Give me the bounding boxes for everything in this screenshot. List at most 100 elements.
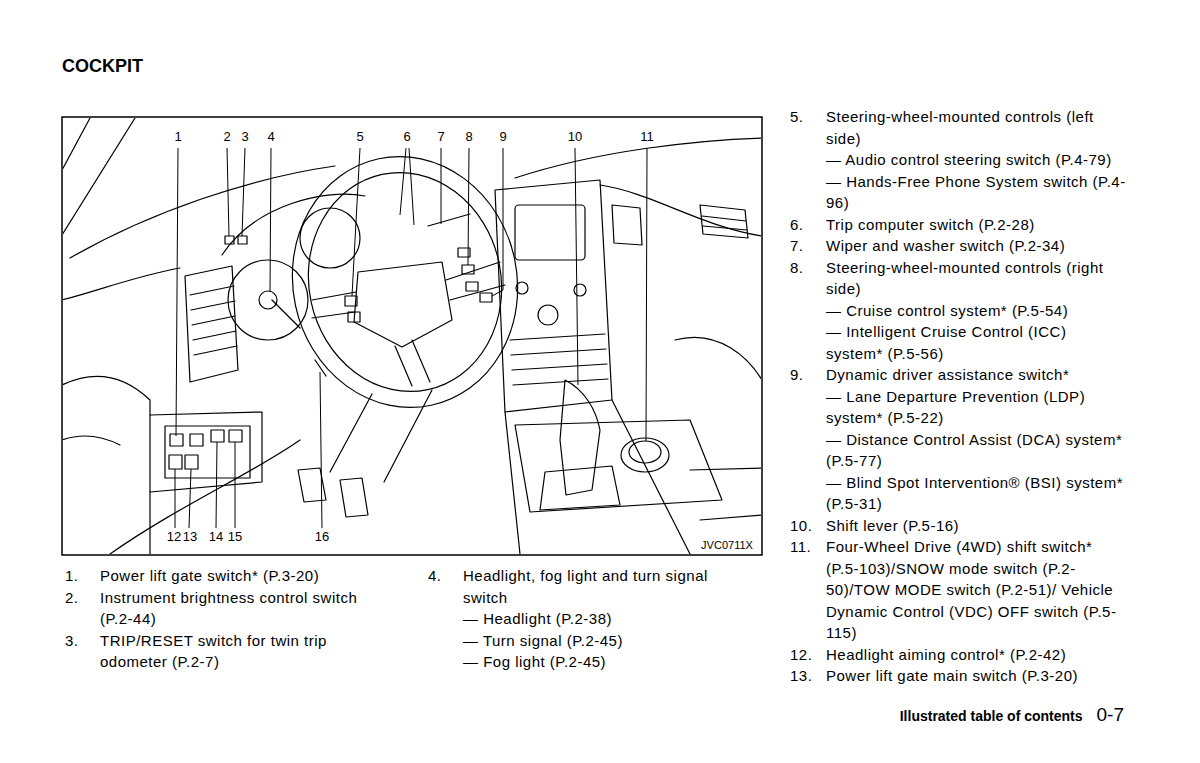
air-vent: [185, 266, 238, 382]
item-body: Instrument brightness control switch (P.…: [100, 587, 394, 630]
sub-item: — Lane Departure Prevention (LDP) system…: [826, 386, 1126, 429]
leader-line: [409, 148, 414, 225]
callout-number: 14: [209, 530, 223, 544]
steering-hub: [354, 262, 452, 347]
item-body: Four-Wheel Drive (4WD) shift switch* (P.…: [826, 536, 1126, 644]
sub-item: — Turn signal (P.2-45): [463, 630, 755, 652]
item-number: 13.: [790, 665, 826, 687]
item-number: 6.: [790, 214, 826, 236]
item-body: Power lift gate main switch (P.3-20): [826, 665, 1126, 687]
item-text: TRIP/RESET switch for twin trip odometer…: [100, 630, 394, 673]
callout-number: 11: [640, 130, 654, 144]
gauge: [228, 260, 308, 340]
item-text: Trip computer switch (P.2-28): [826, 214, 1126, 236]
leader-line: [492, 290, 503, 296]
sub-item: — Fog light (P.2-45): [463, 651, 755, 673]
item-number: 12.: [790, 644, 826, 666]
shift-lever: [560, 380, 600, 495]
callout-number: 1: [174, 130, 181, 144]
air-vent: [612, 205, 642, 245]
sub-item: — Distance Control Assist (DCA) system* …: [826, 429, 1126, 472]
wiper-stalk: [428, 214, 470, 226]
contents-entry: 4.Headlight, fog light and turn signal s…: [428, 565, 755, 673]
sub-item: — Intelligent Cruise Control (ICC) syste…: [826, 321, 1126, 364]
power-lift-gate-main-switch: [185, 455, 198, 469]
callout-number: 3: [241, 130, 248, 144]
spoke: [446, 262, 505, 300]
phone-switch: [348, 312, 360, 322]
contents-column: 5.Steering-wheel-mounted controls (left …: [790, 106, 1126, 687]
page-footer: Illustrated table of contents0-7: [900, 704, 1124, 726]
item-body: Wiper and washer switch (P.2-34): [826, 235, 1126, 257]
item-number: 1.: [65, 565, 100, 587]
door-panel: [63, 376, 150, 554]
leader-line: [227, 148, 229, 236]
item-body: Headlight aiming control* (P.2-42): [826, 644, 1126, 666]
trip-reset-switch: [238, 236, 247, 244]
contents-entry: 2.Instrument brightness control switch (…: [65, 587, 394, 630]
item-text: Instrument brightness control switch (P.…: [100, 587, 394, 630]
contents-entry: 9.Dynamic driver assistance switch*— Lan…: [790, 364, 1126, 515]
leader-line: [235, 442, 236, 528]
sub-item: — Audio control steering switch (P.4-79): [826, 149, 1126, 171]
leader-line: [189, 469, 191, 528]
seat: [675, 337, 761, 380]
item-text: Headlight, fog light and turn signal swi…: [463, 565, 755, 608]
contents-column: 1.Power lift gate switch* (P.3-20)2.Inst…: [65, 565, 394, 673]
seat: [690, 468, 761, 520]
trip-reset-knob: [259, 291, 277, 309]
item-text: Steering-wheel-mounted controls (right s…: [826, 257, 1126, 300]
item-body: Trip computer switch (P.2-28): [826, 214, 1126, 236]
leader-line: [646, 148, 647, 441]
contents-entry: 3.TRIP/RESET switch for twin trip odomet…: [65, 630, 394, 673]
callout-number: 4: [267, 130, 274, 144]
vent-louvres: [190, 286, 237, 355]
leader-lines: [175, 148, 647, 528]
leader-line: [216, 442, 217, 528]
switch: [229, 430, 242, 442]
item-number: 9.: [790, 364, 826, 515]
dashboard-edge: [70, 166, 335, 258]
switch-panel: [165, 426, 250, 478]
center-stack: [495, 180, 612, 412]
leader-line: [400, 148, 406, 215]
leader-line: [441, 148, 442, 224]
item-number: 2.: [65, 587, 100, 630]
button-rows: [510, 334, 608, 385]
pedal: [340, 478, 368, 517]
leader-line: [575, 148, 578, 385]
sub-item: — Headlight (P.2-38): [463, 608, 755, 630]
headlight-aiming-control: [169, 455, 182, 469]
air-vent: [700, 205, 748, 238]
audio-switch: [345, 296, 357, 306]
item-text: Wiper and washer switch (P.2-34): [826, 235, 1126, 257]
item-body: Steering-wheel-mounted controls (right s…: [826, 257, 1126, 365]
callout-number: 2: [223, 130, 230, 144]
section-name: Illustrated table of contents: [900, 708, 1083, 724]
item-body: TRIP/RESET switch for twin trip odometer…: [100, 630, 394, 673]
leader-line: [503, 148, 504, 290]
item-number: 8.: [790, 257, 826, 365]
leader-line: [320, 372, 322, 528]
item-text: Power lift gate main switch (P.3-20): [826, 665, 1126, 687]
contents-entry: 8.Steering-wheel-mounted controls (right…: [790, 257, 1126, 365]
sub-item: — Hands-Free Phone System switch (P.4-96…: [826, 171, 1126, 214]
callout-number: 10: [568, 130, 582, 144]
callout-number: 6: [403, 130, 410, 144]
spoke: [312, 292, 356, 318]
callout-number: 5: [356, 130, 363, 144]
callout-number: 15: [228, 530, 242, 544]
control-knob: [574, 284, 586, 296]
item-body: Dynamic driver assistance switch*— Lane …: [826, 364, 1126, 515]
contents-entry: 12.Headlight aiming control* (P.2-42): [790, 644, 1126, 666]
item-body: Power lift gate switch* (P.3-20): [100, 565, 394, 587]
floor-line: [110, 440, 300, 554]
contents-entry: 5.Steering-wheel-mounted controls (left …: [790, 106, 1126, 214]
item-text: Power lift gate switch* (P.3-20): [100, 565, 394, 587]
callout-number: 8: [465, 130, 472, 144]
control-knob: [516, 282, 528, 294]
4wd-dial: [621, 438, 669, 472]
a-pillar: [63, 118, 135, 235]
contents-entry: 11.Four-Wheel Drive (4WD) shift switch* …: [790, 536, 1126, 644]
